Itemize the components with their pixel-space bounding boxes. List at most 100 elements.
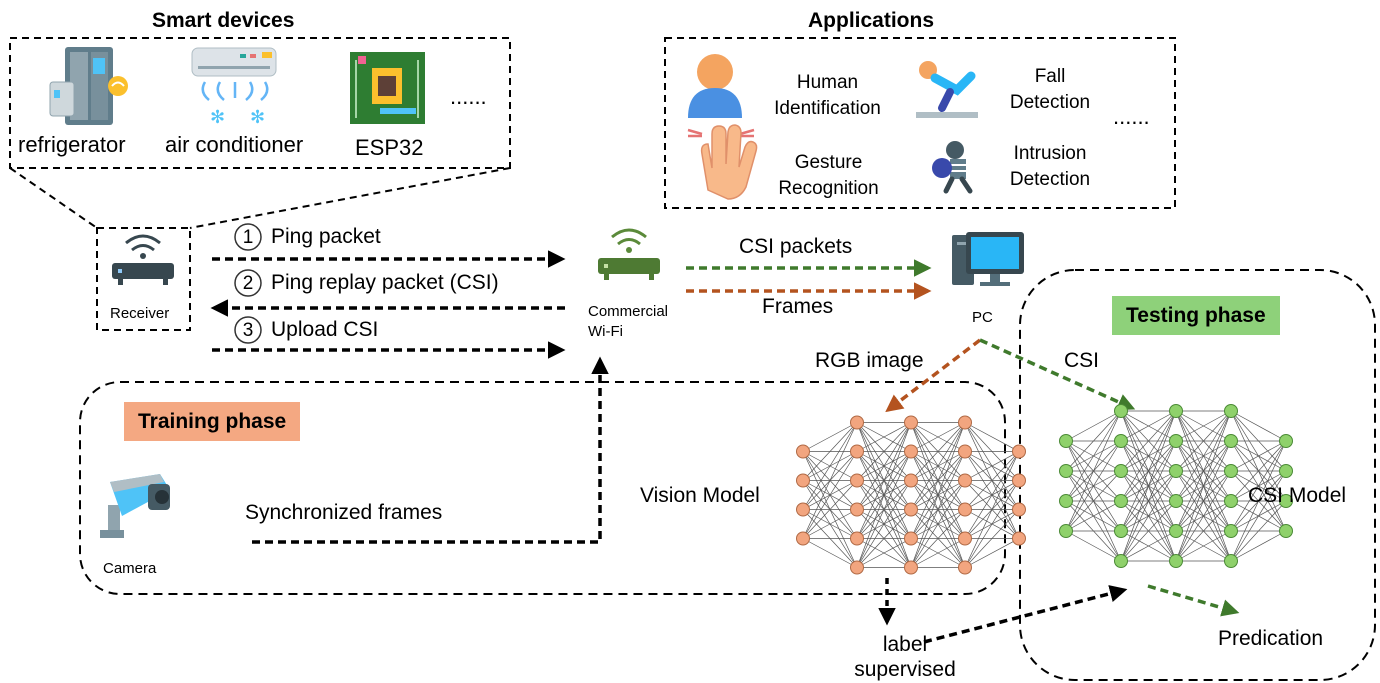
callout-line-left xyxy=(9,167,98,229)
wifi-label-line2: Wi-Fi xyxy=(588,322,623,340)
network-node xyxy=(1224,554,1238,568)
network-node xyxy=(1114,524,1128,538)
synchronized-frames-label: Synchronized frames xyxy=(245,501,443,524)
network-node xyxy=(850,531,864,546)
network-node xyxy=(1012,531,1026,546)
network-edge xyxy=(856,538,912,568)
network-edge xyxy=(1175,440,1232,562)
network-edge xyxy=(1175,500,1232,562)
app-human-identification: Human Identification xyxy=(770,70,885,121)
label-supervised: label supervised xyxy=(840,632,970,682)
receiver-label: Receiver xyxy=(110,305,170,322)
svg-text:✻: ✻ xyxy=(210,107,225,128)
wifi-label: Commercial Wi-Fi xyxy=(588,302,668,341)
network-edge xyxy=(910,422,966,452)
network-node xyxy=(958,415,972,430)
step-3-circle xyxy=(234,316,262,344)
network-edge xyxy=(1175,470,1232,562)
receiver-box xyxy=(96,227,191,331)
network-edge xyxy=(802,422,858,452)
network-edge xyxy=(1120,410,1177,472)
network-node xyxy=(1169,434,1183,448)
network-edge xyxy=(1230,530,1287,562)
network-edge xyxy=(802,538,858,568)
network-node xyxy=(958,502,972,517)
network-edge xyxy=(856,422,912,452)
network-edge xyxy=(856,451,912,568)
network-edge xyxy=(1175,410,1232,442)
network-node xyxy=(1059,524,1073,538)
network-node xyxy=(1169,404,1183,418)
refrigerator-icon xyxy=(49,47,128,125)
callout-line-right xyxy=(189,167,511,229)
network-edge xyxy=(802,422,858,510)
human-identification-icon xyxy=(688,54,742,118)
network-edge xyxy=(1120,530,1177,562)
network-node xyxy=(1114,494,1128,508)
network-edge xyxy=(856,422,912,481)
network-edge xyxy=(910,422,966,481)
smart-devices-title: Smart devices xyxy=(152,9,295,32)
rgb-image-label: RGB image xyxy=(815,349,924,372)
applications-more-ellipsis: ...... xyxy=(1113,104,1150,129)
network-node xyxy=(1224,524,1238,538)
step-1-label: Ping packet xyxy=(271,225,381,248)
network-edge xyxy=(1230,440,1287,502)
network-node xyxy=(796,473,810,488)
app-gesture-recognition-line1: Gesture xyxy=(794,152,863,173)
network-edge xyxy=(964,422,1020,452)
network-node xyxy=(1114,554,1128,568)
network-edge xyxy=(964,451,1020,568)
network-edge xyxy=(1175,410,1232,502)
training-phase-box xyxy=(79,381,1006,595)
network-edge xyxy=(1065,410,1122,502)
testing-phase-badge: Testing phase xyxy=(1112,296,1280,335)
applications-box xyxy=(664,37,1176,209)
network-edge xyxy=(910,451,966,568)
network-edge xyxy=(1120,410,1177,442)
predication-arrow xyxy=(1147,584,1240,617)
network-node xyxy=(1224,434,1238,448)
csi-label: CSI xyxy=(1064,349,1100,372)
network-edge xyxy=(856,422,912,539)
network-edge xyxy=(1120,470,1177,562)
network-edge xyxy=(910,538,966,568)
network-node xyxy=(1169,494,1183,508)
step-2-circle xyxy=(234,269,262,297)
device-label-esp32: ESP32 xyxy=(355,135,424,160)
network-edge xyxy=(1175,530,1232,562)
network-edge xyxy=(1230,410,1287,442)
network-node xyxy=(1279,464,1293,478)
rgb-image-arrow xyxy=(885,338,982,413)
network-edge xyxy=(910,422,966,510)
network-node xyxy=(1114,464,1128,478)
network-edge xyxy=(1175,410,1232,562)
esp32-board-icon xyxy=(350,52,425,124)
network-node xyxy=(1059,434,1073,448)
network-node xyxy=(904,502,918,517)
network-edge xyxy=(1230,500,1287,562)
network-edge xyxy=(910,422,966,539)
network-edge xyxy=(910,509,966,568)
network-edge xyxy=(1065,500,1122,532)
smart-devices-box xyxy=(9,37,511,169)
step-3-number: 3 xyxy=(242,320,254,341)
wifi-router-icon xyxy=(598,228,660,280)
network-edge xyxy=(964,538,1020,568)
network-edge xyxy=(964,480,1020,568)
network-node xyxy=(1059,464,1073,478)
network-edge xyxy=(964,451,1020,510)
intrusion-thief-icon xyxy=(932,141,973,194)
network-node xyxy=(958,444,972,459)
devices-more-ellipsis: ...... xyxy=(450,84,487,109)
network-edge xyxy=(1065,440,1122,532)
synchronized-frames-arrow xyxy=(252,356,609,544)
frames-label: Frames xyxy=(762,295,834,318)
network-edge xyxy=(856,422,912,568)
network-node xyxy=(796,444,810,459)
network-edge xyxy=(1120,410,1177,532)
network-edge xyxy=(964,509,1020,568)
csi-model-network xyxy=(1059,404,1293,568)
app-gesture-recognition-line2: Recognition xyxy=(778,177,879,199)
